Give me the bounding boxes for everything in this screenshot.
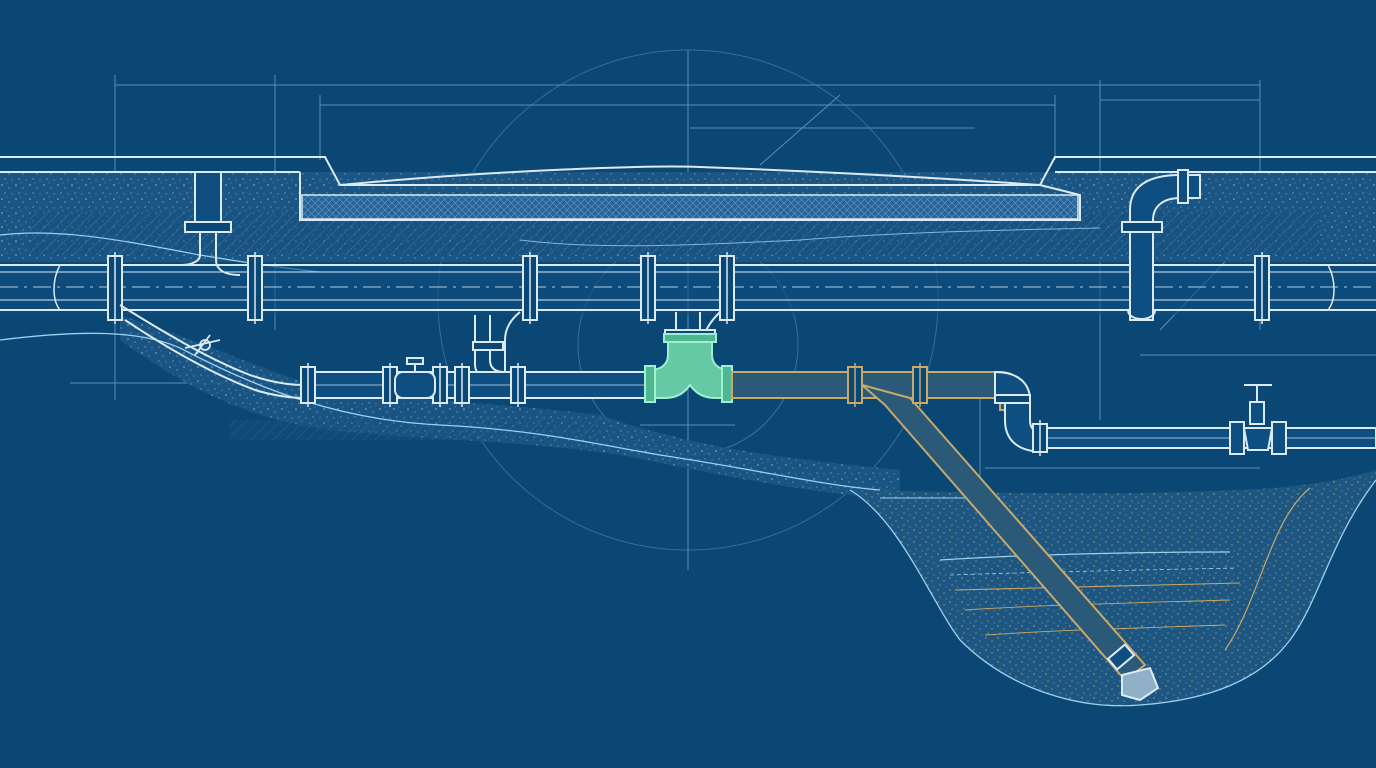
lower-pipe-flanges <box>300 363 526 407</box>
service-line-right <box>1044 427 1376 449</box>
road-slab <box>0 156 1376 221</box>
main-pipe-flanges <box>107 252 1270 324</box>
tee-fitting <box>644 333 733 403</box>
road-base-layer <box>301 194 1079 220</box>
gate-valve-right <box>1229 384 1287 455</box>
main-pipe <box>0 264 1376 315</box>
right-elbow-riser <box>1121 169 1201 321</box>
left-riser <box>179 171 241 276</box>
gold-pipe-flanges <box>847 363 1048 456</box>
small-valve-left <box>184 334 221 356</box>
inline-valve <box>394 357 436 399</box>
trench-outlet <box>1106 643 1160 702</box>
